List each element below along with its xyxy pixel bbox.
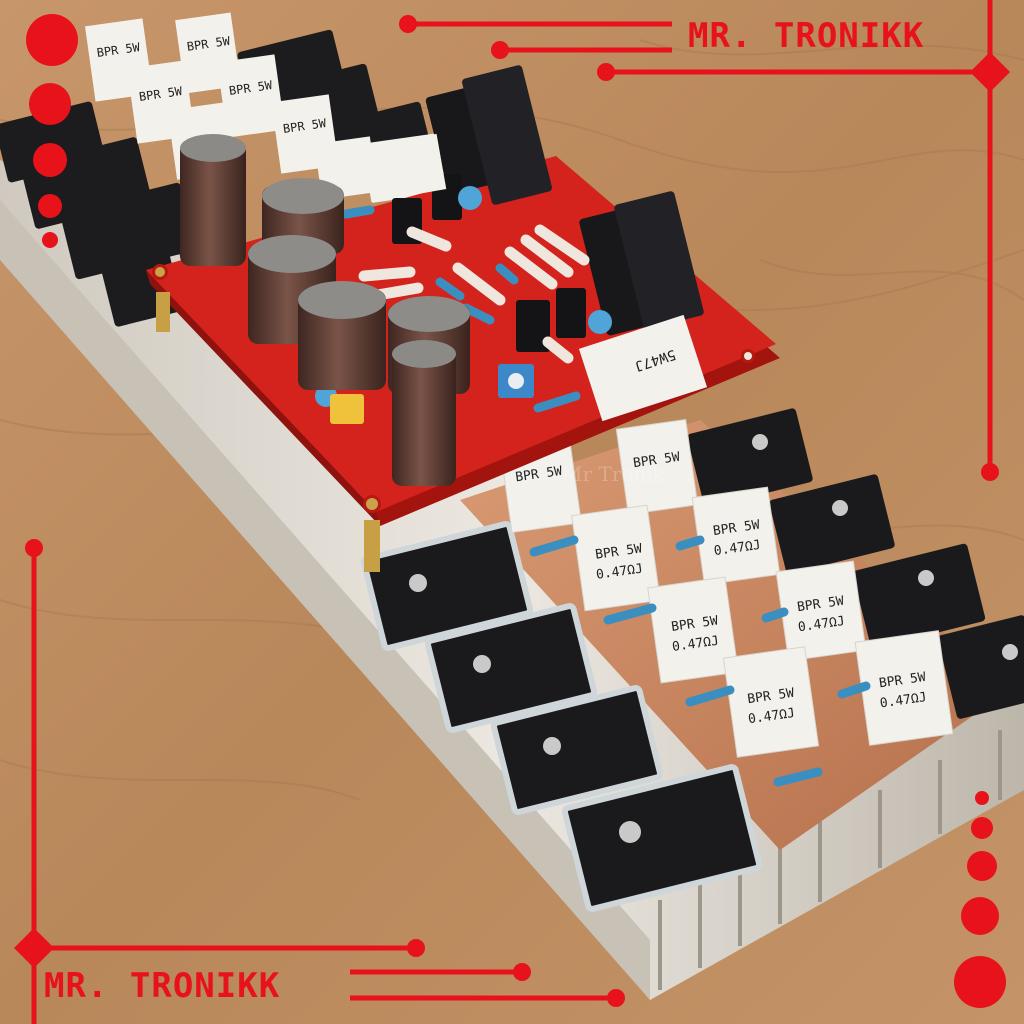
resistor-label: BPR 5W [514,464,563,485]
brand-label-top: MR. TRONIKK [688,16,925,56]
resistor-value: 0.47ΩJ [879,690,928,711]
power-transistors-right [687,408,1024,719]
power-transistors-front [360,521,763,912]
resistor-value: 0.47ΩJ [747,706,796,727]
film-capacitor [330,394,364,424]
resistor-label: BPR 5W [138,84,184,104]
resistor-label: BPR 5W [186,34,232,54]
resistor-label: BPR 5W [878,670,927,691]
resistor-label: BPR 5W [282,116,328,136]
pcb-ceramic-resistors: 5W47J [361,133,708,422]
resistor-value: 0.47ΩJ [713,538,762,559]
resistor-label: BPR 5W [228,78,274,98]
resistor-label: BPR 5W [796,594,845,615]
driver-transistors [392,65,704,352]
small-resistors-pcb [341,205,590,413]
resistor-value: 0.47ΩJ [797,614,846,635]
watermark: Mr Tronik [562,462,665,486]
resistor-label: BPR 5W [712,518,761,539]
ceramic-resistors-front: BPR 5W BPR 5W BPR 5W 0.47ΩJ BPR 5W 0.47Ω… [498,418,954,758]
electrolytic-capacitors [180,134,470,486]
resistor-value: 0.47ΩJ [671,634,720,655]
resistor-label: BPR 5W [670,613,719,634]
resistor-label: BPR 5W [594,541,643,562]
resistor-label: BPR 5W [96,40,142,60]
brand-frame [31,0,993,1024]
resistor-value: 0.47ΩJ [595,561,644,582]
resistor-label: BPR 5W [632,450,681,471]
blue-capacitors [315,186,612,407]
brand-label-bottom: MR. TRONIKK [44,966,281,1006]
trimmer-pot [498,364,534,398]
resistor-label: BPR 5W [746,686,795,707]
brand-dots [14,14,1010,1008]
small-resistors-front [529,535,871,787]
